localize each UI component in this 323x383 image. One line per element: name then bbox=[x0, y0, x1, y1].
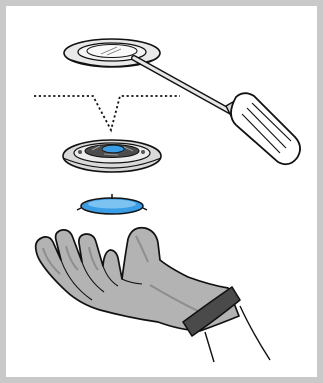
screwdriver-icon bbox=[134, 58, 300, 164]
gloved-hand-icon bbox=[36, 228, 270, 362]
inner-assembly-icon bbox=[63, 140, 161, 172]
blue-disc-icon bbox=[77, 194, 147, 214]
guide-line-icon bbox=[34, 96, 180, 130]
